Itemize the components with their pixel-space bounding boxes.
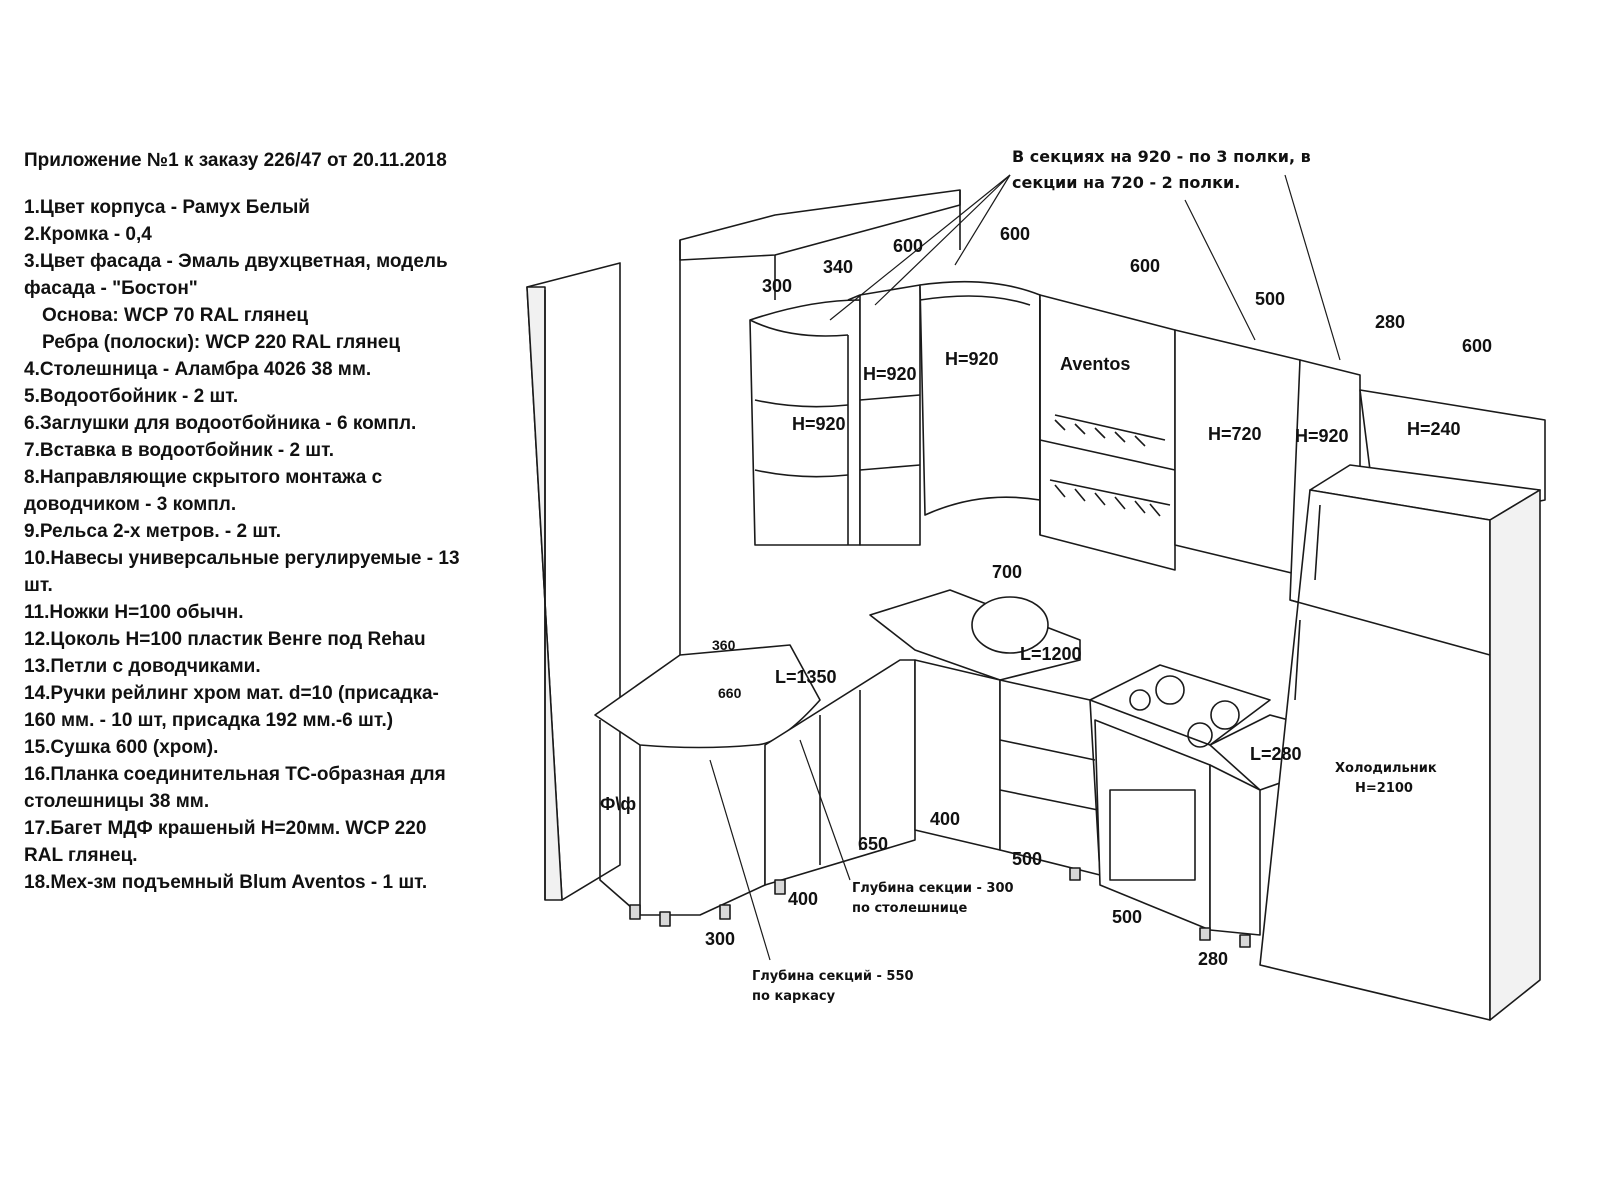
- fridge-label: Холодильник: [1335, 761, 1437, 776]
- column: [679, 189, 961, 660]
- height-label: H=920: [792, 414, 846, 434]
- height-label: H=920: [1295, 426, 1349, 446]
- spec-title: Приложение №1 к заказу 226/47 от 20.11.2…: [24, 150, 447, 171]
- depth-note-a1: Глубина секции - 300: [852, 881, 1014, 896]
- spec-item: 8.Направляющие скрытого монтажа с: [24, 467, 383, 488]
- lower-cabinets: [594, 589, 1346, 936]
- spec-item: 12.Цоколь Н=100 пластик Венге под Rehau: [24, 629, 426, 650]
- spec-item: 7.Вставка в водоотбойник - 2 шт.: [24, 440, 335, 461]
- dim-280: 280: [1198, 949, 1228, 969]
- depth-note-b2: по каркасу: [752, 989, 836, 1004]
- spec-item: доводчиком - 3 компл.: [24, 494, 237, 515]
- spec-item: 9.Рельса 2-х метров. - 2 шт.: [24, 521, 282, 542]
- dim-l1350: L=1350: [775, 667, 837, 687]
- spec-item: 16.Планка соединительная ТС-образная для: [24, 764, 446, 785]
- upper-width-600b: 600: [1000, 224, 1030, 244]
- upper-width-600c: 600: [1130, 256, 1160, 276]
- spec-item: 11.Ножки Н=100 обычн.: [24, 602, 244, 623]
- dim-650: 650: [858, 834, 888, 854]
- height-label: H=920: [945, 349, 999, 369]
- spec-item: 15.Сушка 600 (хром).: [24, 737, 219, 758]
- upper-width-280: 280: [1375, 312, 1405, 332]
- spec-item: Основа: WCP 70 RAL глянец: [42, 305, 309, 326]
- spec-item: столешницы 38 мм.: [24, 791, 210, 812]
- upper-width-600d: 600: [1462, 336, 1492, 356]
- dim-300: 300: [705, 929, 735, 949]
- spec-item: шт.: [24, 575, 53, 596]
- spec-item: 17.Багет МДФ крашеный Н=20мм. WCP 220: [24, 818, 427, 839]
- dim-l1200: L=1200: [1020, 644, 1082, 664]
- fridge-height: H=2100: [1355, 781, 1413, 796]
- spec-item: 3.Цвет фасада - Эмаль двухцветная, модел…: [24, 251, 448, 272]
- spec-item: 4.Столешница - Аламбра 4026 38 мм.: [24, 359, 372, 380]
- height-label: H=720: [1208, 424, 1262, 444]
- dim-360: 360: [712, 637, 736, 653]
- dim-660: 660: [718, 685, 742, 701]
- spec-item: 13.Петли с доводчиками.: [24, 656, 261, 677]
- upper-width-300: 300: [762, 276, 792, 296]
- spec-item: 6.Заглушки для водоотбойника - 6 компл.: [24, 413, 417, 434]
- wall-panel: [526, 262, 621, 901]
- spec-item: 10.Навесы универсальные регулируемые - 1…: [24, 548, 460, 569]
- dim-700: 700: [992, 562, 1022, 582]
- spec-item: 1.Цвет корпуса - Рамух Белый: [24, 197, 310, 218]
- upper-width-600a: 600: [893, 236, 923, 256]
- height-label: H=920: [863, 364, 917, 384]
- note-leaders: [709, 174, 1341, 961]
- dim-l280: L=280: [1250, 744, 1302, 764]
- specification-list: Приложение №1 к заказу 226/47 от 20.11.2…: [24, 150, 524, 896]
- height-label: H=240: [1407, 419, 1461, 439]
- legs: [629, 867, 1251, 948]
- shelf-note-line1: В секциях на 920 - по 3 полки, в: [1012, 147, 1311, 166]
- spec-item: 160 мм. - 10 шт, присадка 192 мм.-6 шт.): [24, 710, 394, 731]
- dim-500b: 500: [1112, 907, 1142, 927]
- shelf-note-line2: секции на 720 - 2 полки.: [1012, 173, 1240, 192]
- dim-400a: 400: [930, 809, 960, 829]
- spec-item: 18.Мех-зм подъемный Blum Aventos - 1 шт.: [24, 872, 428, 893]
- spec-item: 14.Ручки рейлинг хром мат. d=10 (присадк…: [24, 683, 439, 704]
- spec-item: Ребра (полоски): WCP 220 RAL глянец: [42, 332, 401, 353]
- aventos-label: Aventos: [1060, 354, 1130, 374]
- fridge: [1259, 464, 1541, 1021]
- dim-500a: 500: [1012, 849, 1042, 869]
- upper-width-500: 500: [1255, 289, 1285, 309]
- spec-item: RAL глянец.: [24, 845, 138, 866]
- label-ff: Ф\ф: [600, 794, 636, 814]
- spec-item: фасада - "Бостон": [24, 278, 198, 299]
- upper-width-340: 340: [823, 257, 853, 277]
- spec-item: 5.Водоотбойник - 2 шт.: [24, 386, 239, 407]
- spec-item: 2.Кромка - 0,4: [24, 224, 152, 245]
- depth-note-a2: по столешнице: [852, 901, 967, 916]
- dim-400b: 400: [788, 889, 818, 909]
- depth-note-b1: Глубина секций - 550: [752, 969, 914, 984]
